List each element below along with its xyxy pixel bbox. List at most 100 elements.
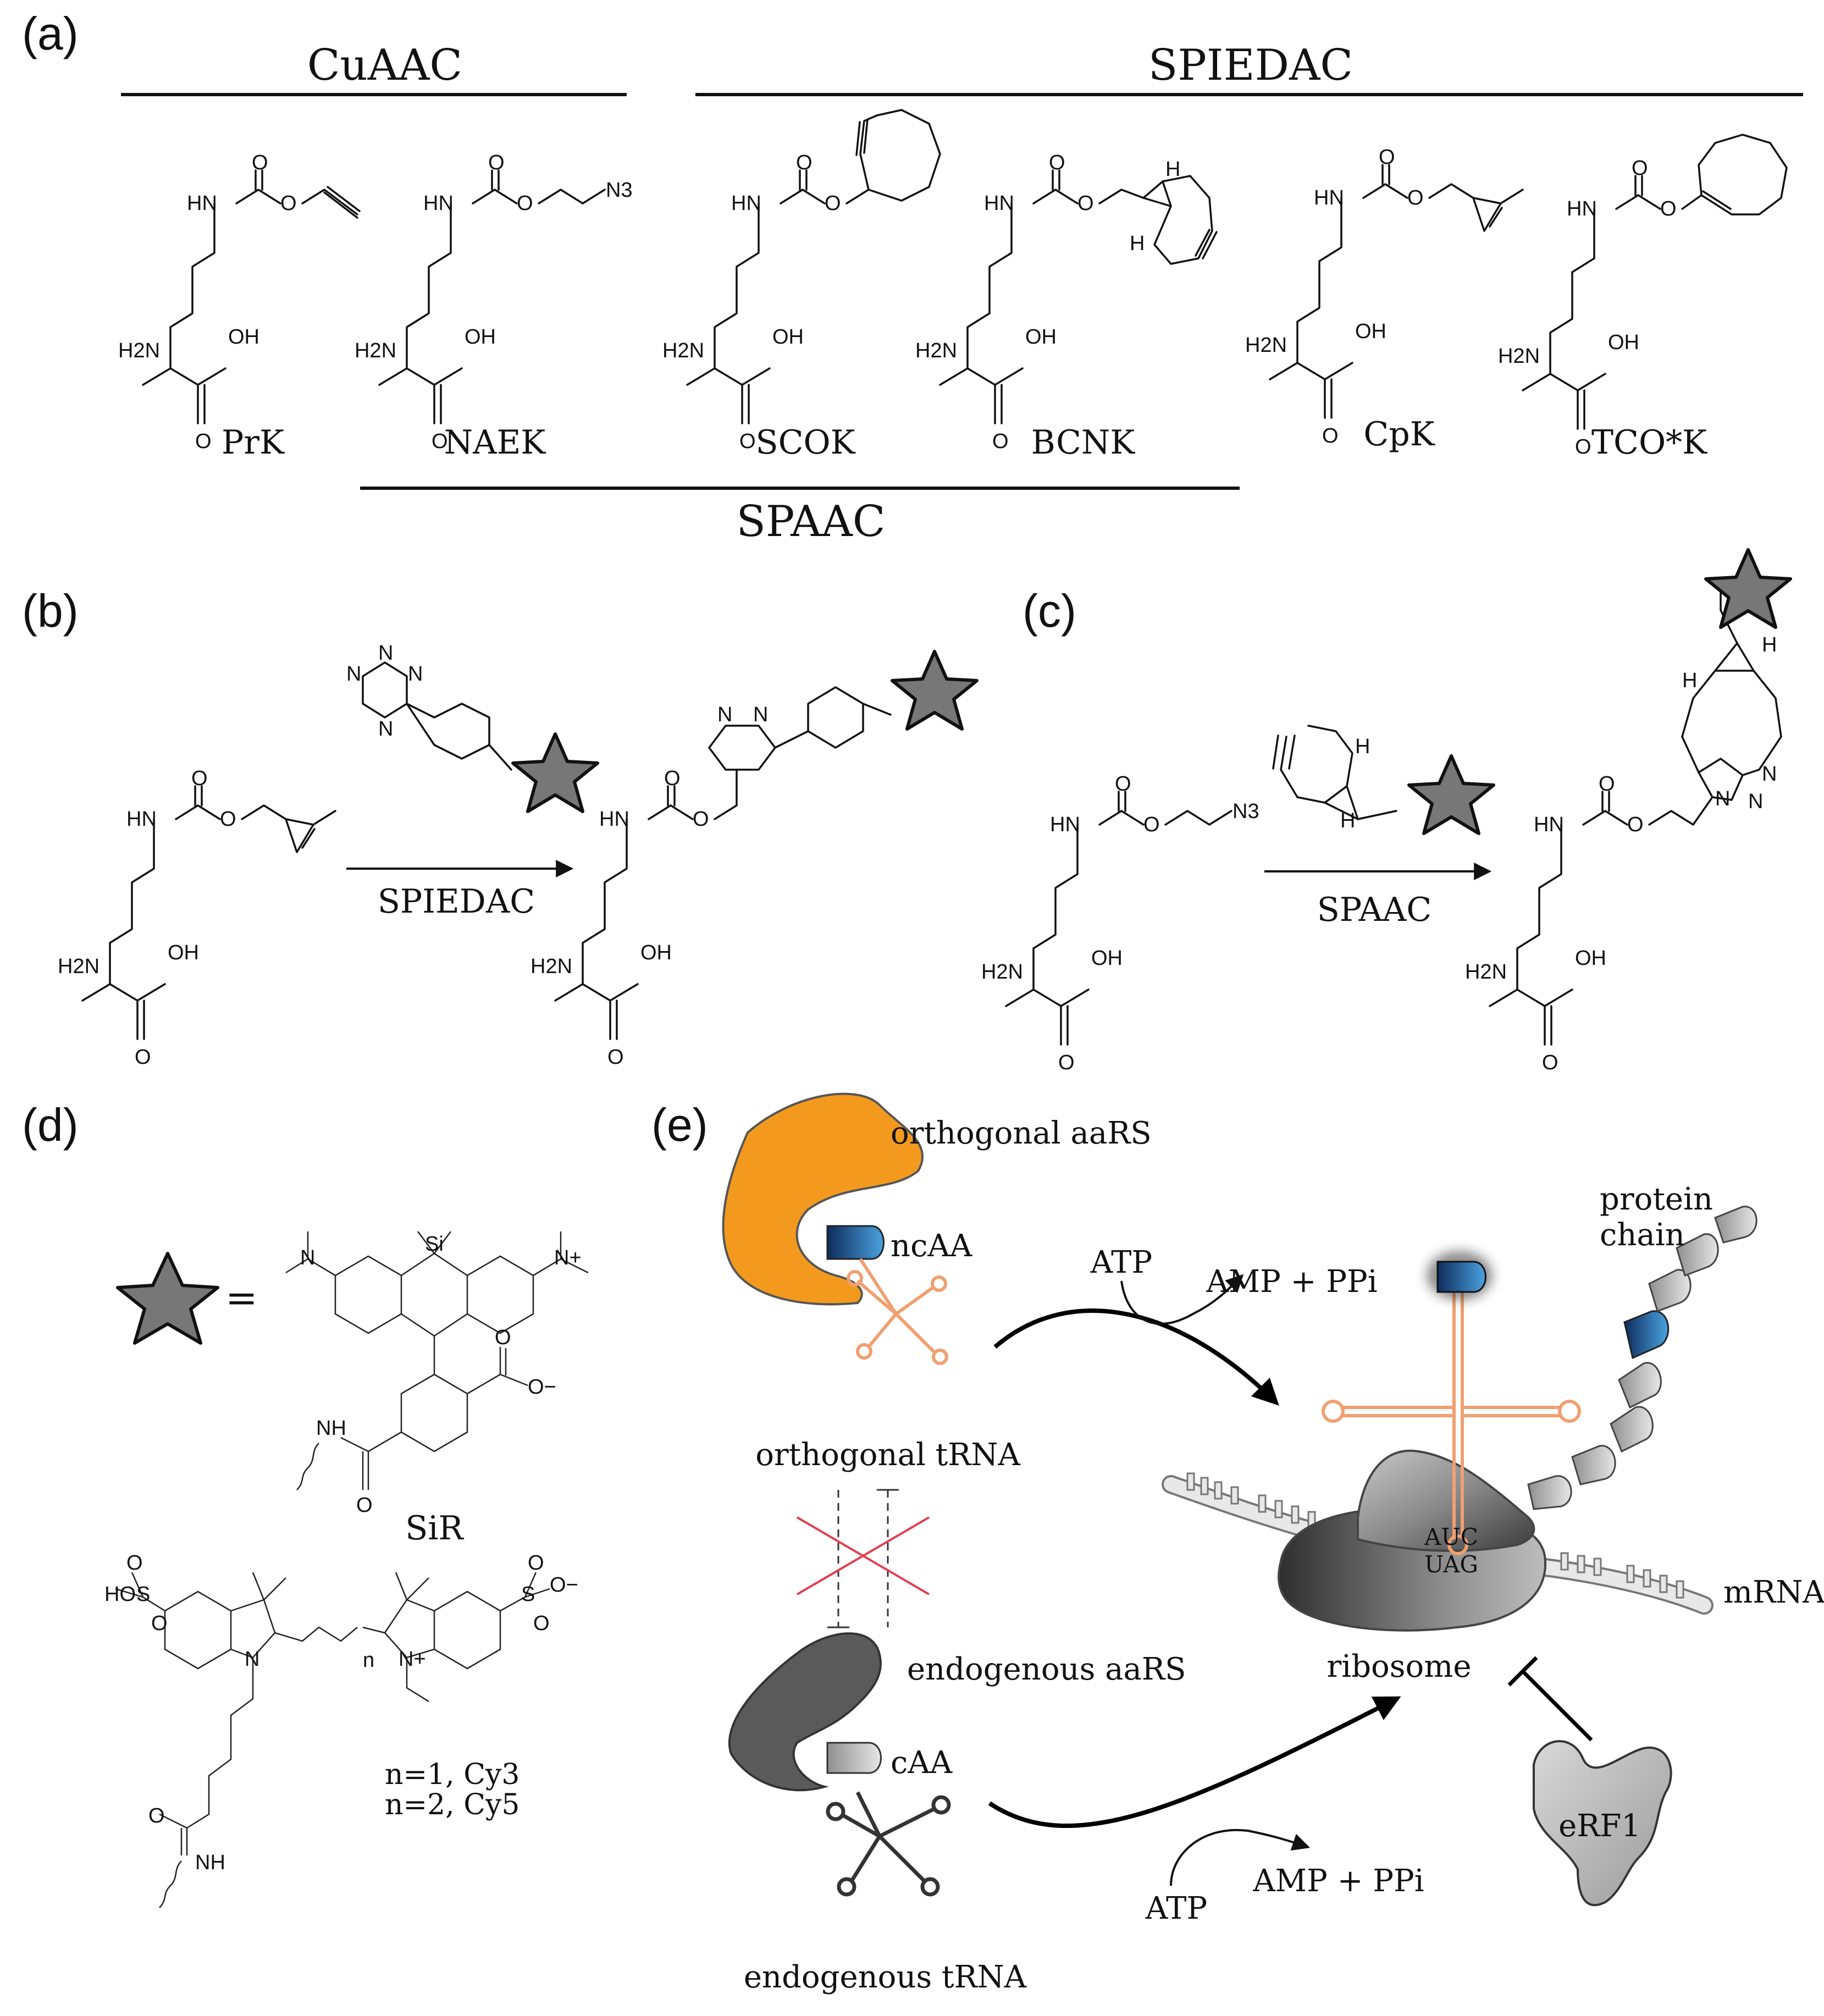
- label-caa: cAA: [891, 1745, 953, 1781]
- atom-oh: OH: [1355, 320, 1386, 343]
- atom-hn: HN: [599, 808, 629, 831]
- star-icon: [891, 650, 979, 731]
- atom-o: O: [664, 767, 681, 790]
- endogenous-trna: [826, 1791, 951, 1897]
- atom-h2: H: [1130, 232, 1145, 255]
- atom-si: Si: [425, 1233, 444, 1256]
- atom-h: H: [1165, 158, 1180, 181]
- label-orthogonal-aars: orthogonal aaRS: [891, 1115, 1152, 1151]
- atom-h2n: H2N: [662, 339, 704, 362]
- atom-h: H: [1682, 669, 1697, 692]
- atom-oh: OH: [1091, 947, 1123, 970]
- label-codon: UAG: [1424, 1551, 1478, 1578]
- label-orthogonal-trna: orthogonal tRNA: [755, 1437, 1020, 1473]
- atom-o2: O: [1143, 813, 1160, 836]
- sir-label: SiR: [405, 1509, 464, 1548]
- cpk-reactant: HN O O H2N OH O: [58, 767, 336, 1069]
- label-atp-top: ATP: [1090, 1245, 1152, 1280]
- panel-label-e: (e): [651, 1099, 708, 1151]
- atom-nh: NH: [195, 1851, 225, 1874]
- atom-h2n: H2N: [981, 960, 1023, 984]
- sir-structure: N Si N+ O O− NH O: [285, 1231, 589, 1517]
- erf1-inhibition-bar: [1507, 1656, 1538, 1687]
- label-endogenous-aars: endogenous aaRS: [907, 1652, 1186, 1687]
- atom-o: O: [148, 1804, 165, 1827]
- atom-o3: O: [1322, 424, 1339, 448]
- atom-o2: O: [280, 192, 297, 215]
- atom-o3: O: [607, 1046, 624, 1069]
- atom-o: O: [796, 151, 812, 174]
- orthogonal-aars-shape: [722, 1092, 924, 1306]
- atom-hn: HN: [423, 192, 454, 215]
- atom-o3: O: [1542, 1051, 1558, 1074]
- protein-chain: [1527, 1206, 1757, 1510]
- erf1-inhibition-line: [1521, 1670, 1593, 1742]
- label-atp-bottom: ATP: [1145, 1891, 1207, 1926]
- atom-n: N: [1715, 787, 1730, 810]
- atom-oh: OH: [1575, 947, 1606, 970]
- tetrazine-reagent: N N N N: [346, 642, 599, 813]
- atom-hn: HN: [731, 192, 761, 215]
- atom-n: N: [717, 703, 732, 726]
- atom-n-plus: N+: [554, 1246, 582, 1269]
- atom-h2n: H2N: [530, 955, 572, 978]
- compound-label-prk: PrK: [222, 423, 285, 462]
- star-icon: [1704, 548, 1792, 629]
- atom-nh: NH: [316, 1417, 346, 1440]
- atom-o3: O: [1058, 1051, 1075, 1074]
- atom-o2: O: [1660, 197, 1677, 220]
- atom-h: H: [1762, 633, 1777, 656]
- atom-o-minus: O−: [528, 1376, 556, 1399]
- label-endogenous-trna: endogenous tRNA: [744, 1959, 1027, 1995]
- compound-label-cpk: CpK: [1363, 415, 1435, 454]
- atom-o2: O: [693, 808, 709, 831]
- label-erf1: eRF1: [1558, 1808, 1641, 1844]
- atom-oh: OH: [1025, 325, 1057, 349]
- panel-c: HN O O N3 H2N OH O H H SPAAC: [981, 548, 1792, 1074]
- atom-o: O: [1632, 157, 1648, 180]
- atom-h2n: H2N: [915, 339, 957, 362]
- category-cuaac: CuAAC: [307, 41, 462, 90]
- spiedac-product: N N HN O O H2N OH O: [530, 650, 979, 1069]
- atom-n: N: [346, 662, 361, 686]
- equals-sign: =: [225, 1275, 258, 1321]
- cy-dye-structure: HO S O O N N+ n S O O− O O NH: [104, 1551, 578, 1908]
- atom-o2: O: [1407, 186, 1424, 209]
- atom-hn: HN: [1314, 186, 1344, 209]
- compound-naek: HN O O N3 H2N OH O: [355, 151, 633, 453]
- panel-label-c: (c): [1022, 585, 1076, 637]
- atom-n3: N3: [1232, 800, 1259, 823]
- lysine-backbone: [142, 169, 281, 424]
- atom-o: O: [356, 1494, 373, 1517]
- atom-h2n: H2N: [118, 339, 160, 362]
- atom-n3: N3: [606, 179, 633, 202]
- atom-h2n: H2N: [1465, 960, 1507, 984]
- atom-o2: O: [1627, 813, 1644, 836]
- compound-label-naek: NAEK: [444, 423, 546, 462]
- ncaa-piece: [826, 1225, 885, 1260]
- compound-tcok: HN O O H2N OH O: [1498, 134, 1788, 459]
- atom-hn: HN: [984, 192, 1014, 215]
- atom-o: O: [533, 1612, 550, 1635]
- atom-n: N: [1762, 763, 1777, 786]
- atom-oh: OH: [168, 941, 199, 964]
- atom-n: N: [378, 642, 393, 665]
- panel-d: = N Si N+ O O− NH O SiR: [104, 1231, 589, 1908]
- compound-bcnk: HN O O H H H2N OH O: [915, 151, 1218, 453]
- atom-s: S: [521, 1583, 535, 1606]
- orthogonal-trna: [847, 1258, 948, 1365]
- label-anticodon: AUC: [1424, 1523, 1478, 1550]
- atom-o: O: [126, 1551, 143, 1575]
- panel-e: orthogonal aaRS ncAA orthogonal tRNA end…: [722, 1092, 1824, 1995]
- atom-o2: O: [517, 192, 533, 215]
- atom-o2: O: [825, 192, 841, 215]
- atom-oh: OH: [772, 325, 804, 349]
- label-mrna: mRNA: [1723, 1575, 1824, 1610]
- caa-piece: [826, 1742, 882, 1774]
- atom-o: O: [252, 151, 268, 174]
- reaction-label-spaac: SPAAC: [1317, 891, 1432, 929]
- atp-arrow-top: [1120, 1274, 1244, 1325]
- atom-n: N: [245, 1648, 259, 1671]
- atom-hn: HN: [1050, 813, 1080, 836]
- atom-h2n: H2N: [58, 955, 100, 978]
